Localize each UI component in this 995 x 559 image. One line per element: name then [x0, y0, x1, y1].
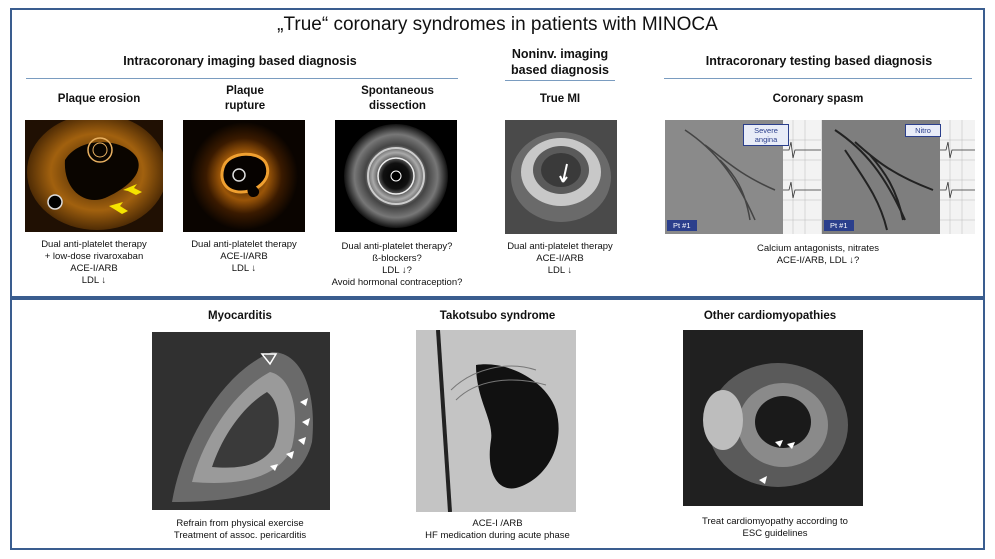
section-noninvasive-imaging: Noninv. imaging based diagnosis [511, 47, 609, 77]
panel-title-spontaneous-dissection: Spontaneous dissection [361, 85, 434, 112]
true-mi-therapy-text: Dual anti-platelet therapy ACE-I/ARB LDL… [507, 241, 613, 276]
panel-title-coronary-spasm: Coronary spasm [772, 93, 864, 105]
coronary-spasm-therapy-text: Calcium antagonists, nitrates ACE-I/ARB,… [757, 243, 879, 266]
patient-tag-right: Pt #1 [824, 220, 854, 231]
myocarditis-mri-image [152, 332, 330, 510]
panel-title-other-cardiomyopathies: Other cardiomyopathies [703, 310, 837, 322]
plaque-erosion-oct-image [25, 120, 163, 232]
spontaneous-dissection-ivus-image [335, 120, 457, 232]
top-section-frame [10, 8, 985, 298]
nitro-tag: Nitro [905, 124, 941, 137]
true-mi-mri-image [505, 120, 617, 234]
bottom-section-frame [10, 298, 985, 550]
section-rule-imaging [26, 78, 458, 79]
panel-title-plaque-erosion: Plaque erosion [57, 93, 141, 105]
panel-title-takotsubo: Takotsubo syndrome [439, 310, 556, 322]
other-cardiomyopathies-therapy-text: Treat cardiomyopathy according to ESC gu… [702, 516, 848, 539]
page-title: „True“ coronary syndromes in patients wi… [277, 14, 718, 35]
takotsubo-ventriculogram-image [416, 330, 576, 512]
panel-title-plaque-rupture: Plaque rupture [224, 85, 266, 112]
spontaneous-dissection-therapy-text: Dual anti-platelet therapy? ß-blockers? … [331, 241, 463, 288]
section-rule-noninvasive [505, 80, 615, 81]
patient-tag-left: Pt #1 [667, 220, 697, 231]
myocarditis-therapy-text: Refrain from physical exercise Treatment… [173, 518, 307, 541]
plaque-rupture-therapy-text: Dual anti-platelet therapy ACE-I/ARB LDL… [191, 239, 297, 274]
coronary-spasm-angiogram-image: Severe angina Nitro Pt #1 Pt #1 [665, 120, 975, 234]
section-intracoronary-testing: Intracoronary testing based diagnosis [705, 54, 933, 68]
severe-angina-tag: Severe angina [743, 124, 789, 146]
plaque-rupture-oct-image [183, 120, 305, 232]
cardiomyopathy-mri-image [683, 330, 863, 506]
section-rule-testing [664, 78, 972, 79]
plaque-erosion-therapy-text: Dual anti-platelet therapy + low-dose ri… [41, 239, 147, 286]
panel-title-true-mi: True MI [539, 93, 581, 105]
takotsubo-therapy-text: ACE-I /ARB HF medication during acute ph… [425, 518, 570, 541]
section-intracoronary-imaging: Intracoronary imaging based diagnosis [123, 54, 357, 68]
panel-title-myocarditis: Myocarditis [208, 310, 272, 322]
